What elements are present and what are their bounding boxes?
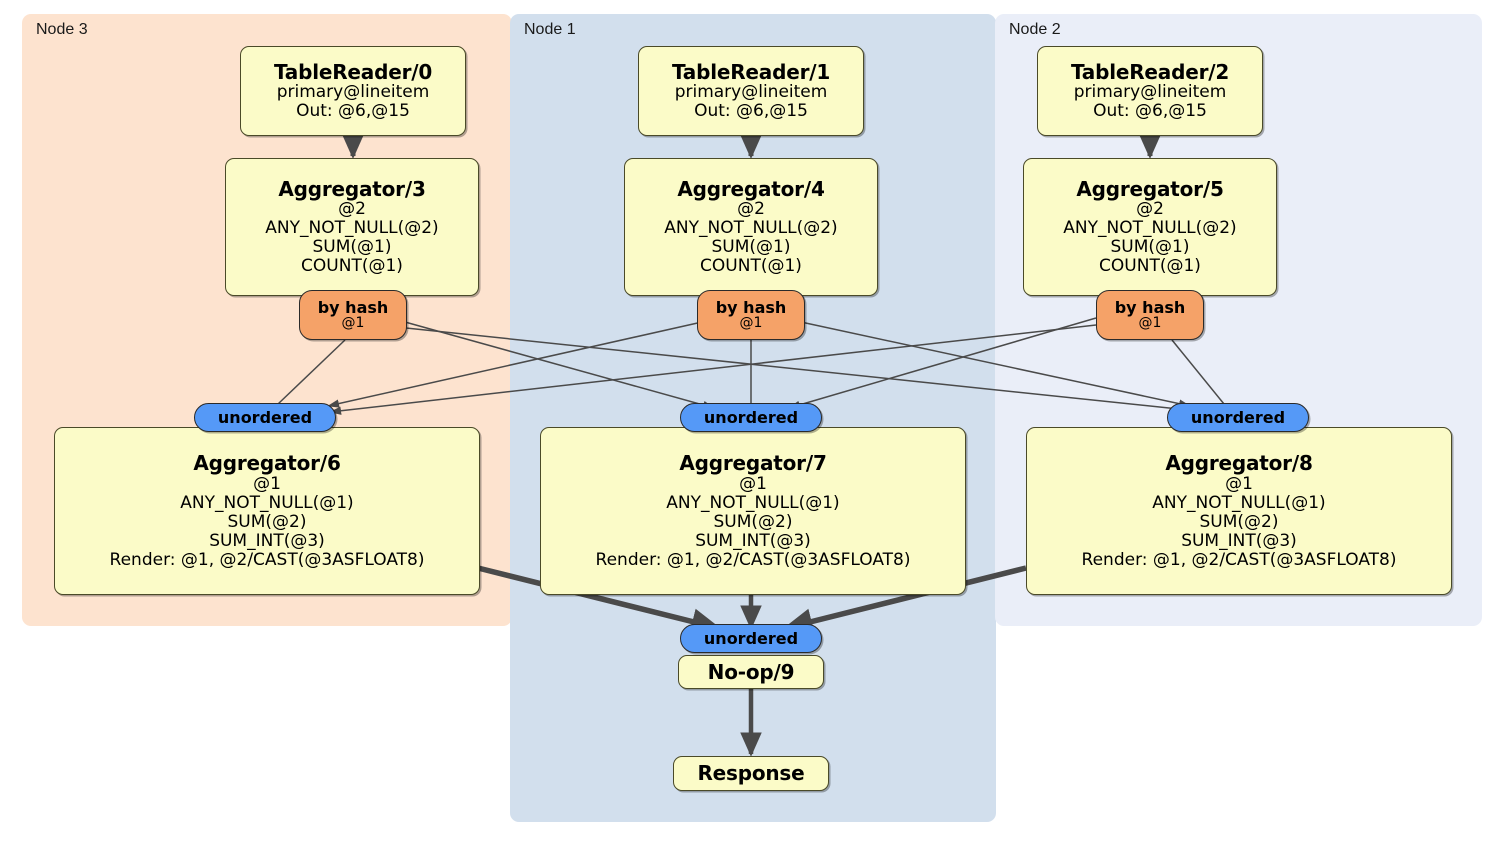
processor-box-aggregator-5[interactable]: Aggregator/5 @2 ANY_NOT_NULL(@2) SUM(@1)… xyxy=(1023,158,1277,296)
aggregator-5-line3: SUM(@1) xyxy=(1110,237,1190,258)
aggregator-3-line3: SUM(@1) xyxy=(312,237,392,258)
aggregator-6-line4: SUM_INT(@3) xyxy=(209,530,325,551)
router-by-hash-1-line1: @1 xyxy=(739,315,763,332)
router-by-hash-0-title: by hash xyxy=(317,297,389,317)
tablereader-2-title: TableReader/2 xyxy=(1070,59,1230,84)
aggregator-8-line1: @1 xyxy=(1225,473,1253,494)
response-title: Response xyxy=(697,761,805,786)
aggregator-6-line3: SUM(@2) xyxy=(227,511,307,532)
processor-box-tablereader-2[interactable]: TableReader/2 primary@lineitem Out: @6,@… xyxy=(1037,46,1263,136)
processor-box-tablereader-1[interactable]: TableReader/1 primary@lineitem Out: @6,@… xyxy=(638,46,864,136)
aggregator-5-line2: ANY_NOT_NULL(@2) xyxy=(1063,218,1237,239)
sync-unordered-final[interactable]: unordered xyxy=(680,624,822,653)
aggregator-7-title: Aggregator/7 xyxy=(679,451,827,476)
tablereader-0-line2: Out: @6,@15 xyxy=(296,101,410,122)
tablereader-1-title: TableReader/1 xyxy=(671,59,831,84)
tablereader-2-line1: primary@lineitem xyxy=(1073,82,1227,103)
sync-unordered-final-label: unordered xyxy=(703,628,799,648)
aggregator-4-title: Aggregator/4 xyxy=(677,176,825,201)
processor-box-response[interactable]: Response xyxy=(673,756,829,791)
aggregator-8-title: Aggregator/8 xyxy=(1165,451,1313,476)
node-panel-label-node2: Node 2 xyxy=(1009,21,1061,38)
router-by-hash-2[interactable]: by hash @1 xyxy=(1096,290,1204,340)
sync-unordered-2-label: unordered xyxy=(1190,407,1286,427)
aggregator-6-title: Aggregator/6 xyxy=(193,451,341,476)
aggregator-5-title: Aggregator/5 xyxy=(1076,176,1224,201)
aggregator-8-line4: SUM_INT(@3) xyxy=(1181,530,1297,551)
processor-box-noop-9[interactable]: No-op/9 xyxy=(678,655,824,689)
aggregator-7-line2: ANY_NOT_NULL(@1) xyxy=(666,492,840,513)
router-by-hash-1[interactable]: by hash @1 xyxy=(697,290,805,340)
router-by-hash-0[interactable]: by hash @1 xyxy=(299,290,407,340)
aggregator-6-line5: Render: @1, @2/CAST(@3ASFLOAT8) xyxy=(109,549,425,570)
router-by-hash-2-line1: @1 xyxy=(1138,315,1162,332)
sync-unordered-1-label: unordered xyxy=(703,407,799,427)
aggregator-3-line4: COUNT(@1) xyxy=(301,256,403,277)
processor-box-aggregator-4[interactable]: Aggregator/4 @2 ANY_NOT_NULL(@2) SUM(@1)… xyxy=(624,158,878,296)
aggregator-7-line1: @1 xyxy=(739,473,767,494)
node-panel-label-node1: Node 1 xyxy=(524,21,576,38)
sync-unordered-2[interactable]: unordered xyxy=(1167,403,1309,432)
aggregator-7-line4: SUM_INT(@3) xyxy=(695,530,811,551)
aggregator-6-line2: ANY_NOT_NULL(@1) xyxy=(180,492,354,513)
aggregator-8-line5: Render: @1, @2/CAST(@3ASFLOAT8) xyxy=(1081,549,1397,570)
processor-box-aggregator-3[interactable]: Aggregator/3 @2 ANY_NOT_NULL(@2) SUM(@1)… xyxy=(225,158,479,296)
aggregator-6-line1: @1 xyxy=(253,473,281,494)
aggregator-3-title: Aggregator/3 xyxy=(278,176,426,201)
aggregator-7-line3: SUM(@2) xyxy=(713,511,793,532)
router-by-hash-2-title: by hash xyxy=(1114,297,1186,317)
aggregator-3-line2: ANY_NOT_NULL(@2) xyxy=(265,218,439,239)
aggregator-4-line1: @2 xyxy=(737,199,765,220)
aggregator-5-line4: COUNT(@1) xyxy=(1099,256,1201,277)
processor-box-aggregator-6[interactable]: Aggregator/6 @1 ANY_NOT_NULL(@1) SUM(@2)… xyxy=(54,427,480,595)
sync-unordered-1[interactable]: unordered xyxy=(680,403,822,432)
router-by-hash-1-title: by hash xyxy=(715,297,787,317)
aggregator-8-line2: ANY_NOT_NULL(@1) xyxy=(1152,492,1326,513)
sync-unordered-0-label: unordered xyxy=(217,407,313,427)
aggregator-8-line3: SUM(@2) xyxy=(1199,511,1279,532)
aggregator-5-line1: @2 xyxy=(1136,199,1164,220)
tablereader-1-line1: primary@lineitem xyxy=(674,82,828,103)
node-panel-label-node3: Node 3 xyxy=(36,21,88,38)
aggregator-4-line2: ANY_NOT_NULL(@2) xyxy=(664,218,838,239)
aggregator-4-line3: SUM(@1) xyxy=(711,237,791,258)
processor-box-tablereader-0[interactable]: TableReader/0 primary@lineitem Out: @6,@… xyxy=(240,46,466,136)
processor-box-aggregator-8[interactable]: Aggregator/8 @1 ANY_NOT_NULL(@1) SUM(@2)… xyxy=(1026,427,1452,595)
tablereader-0-line1: primary@lineitem xyxy=(276,82,430,103)
tablereader-2-line2: Out: @6,@15 xyxy=(1093,101,1207,122)
aggregator-4-line4: COUNT(@1) xyxy=(700,256,802,277)
aggregator-7-line5: Render: @1, @2/CAST(@3ASFLOAT8) xyxy=(595,549,911,570)
router-by-hash-0-line1: @1 xyxy=(341,315,365,332)
aggregator-3-line1: @2 xyxy=(338,199,366,220)
tablereader-1-line2: Out: @6,@15 xyxy=(694,101,808,122)
processor-box-aggregator-7[interactable]: Aggregator/7 @1 ANY_NOT_NULL(@1) SUM(@2)… xyxy=(540,427,966,595)
sync-unordered-0[interactable]: unordered xyxy=(194,403,336,432)
noop-9-title: No-op/9 xyxy=(707,659,795,684)
tablereader-0-title: TableReader/0 xyxy=(273,59,433,84)
